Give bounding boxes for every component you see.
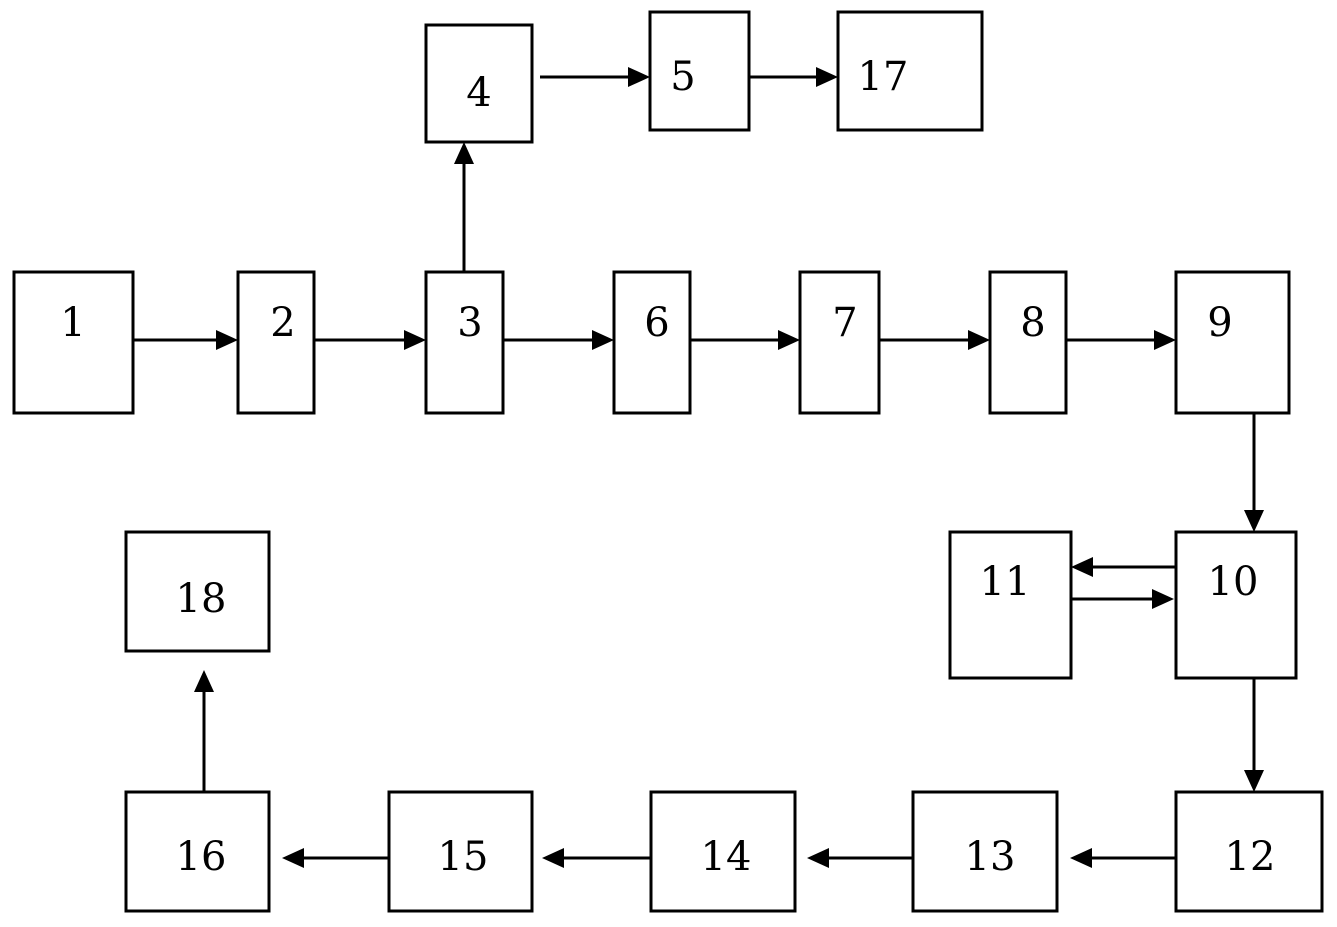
arrowhead <box>1244 770 1264 792</box>
box-2-label: 2 <box>270 300 295 346</box>
arrowhead <box>592 330 614 350</box>
box-12-label: 12 <box>1225 834 1276 880</box>
box-3-label: 3 <box>457 300 482 346</box>
arrowhead <box>1071 557 1093 577</box>
arrowhead <box>1070 848 1092 868</box>
box-5-label: 5 <box>670 54 695 100</box>
arrowhead <box>404 330 426 350</box>
box-10: 10 <box>1174 530 1298 680</box>
box-15-label: 15 <box>438 834 489 880</box>
box-1: 1 <box>12 270 135 415</box>
box-14: 14 <box>649 790 797 913</box>
box-5: 5 <box>648 10 751 132</box>
box-9: 9 <box>1174 270 1291 415</box>
arrowhead <box>282 848 304 868</box>
box-16: 16 <box>124 790 271 913</box>
box-13-label: 13 <box>965 834 1016 880</box>
box-17-label: 17 <box>858 54 909 100</box>
box-7: 7 <box>798 270 881 415</box>
arrowhead <box>542 848 564 868</box>
box-4: 4 <box>424 23 534 144</box>
arrowhead <box>1152 589 1174 609</box>
arrowhead <box>194 670 214 692</box>
box-15: 15 <box>387 790 534 913</box>
box-13: 13 <box>911 790 1059 913</box>
arrowhead <box>778 330 800 350</box>
arrowhead <box>968 330 990 350</box>
box-9-label: 9 <box>1207 300 1232 346</box>
box-6: 6 <box>612 270 692 415</box>
connectors <box>133 67 1264 868</box>
box-14-label: 14 <box>701 834 752 880</box>
box-8-label: 8 <box>1020 300 1045 346</box>
box-18-label: 18 <box>176 576 227 622</box>
arrowhead <box>454 142 474 164</box>
box-18: 18 <box>124 530 271 653</box>
arrowhead <box>807 848 829 868</box>
box-11: 11 <box>948 530 1073 680</box>
arrowhead <box>816 67 838 87</box>
box-2: 2 <box>236 270 316 415</box>
box-16-label: 16 <box>176 834 227 880</box>
box-12: 12 <box>1174 790 1324 913</box>
box-7-label: 7 <box>832 300 857 346</box>
box-11-label: 11 <box>980 559 1031 605</box>
arrowhead <box>216 330 238 350</box>
boxes: 1 2 3 4 5 17 6 7 <box>12 10 1324 913</box>
box-3: 3 <box>424 270 505 415</box>
arrowhead <box>1154 330 1176 350</box>
box-4-label: 4 <box>466 70 491 116</box>
box-8: 8 <box>988 270 1068 415</box>
box-17: 17 <box>836 10 984 132</box>
box-10-label: 10 <box>1208 559 1259 605</box>
arrowhead <box>628 67 650 87</box>
box-1-label: 1 <box>60 300 85 346</box>
box-6-label: 6 <box>644 300 669 346</box>
arrowhead <box>1244 510 1264 532</box>
